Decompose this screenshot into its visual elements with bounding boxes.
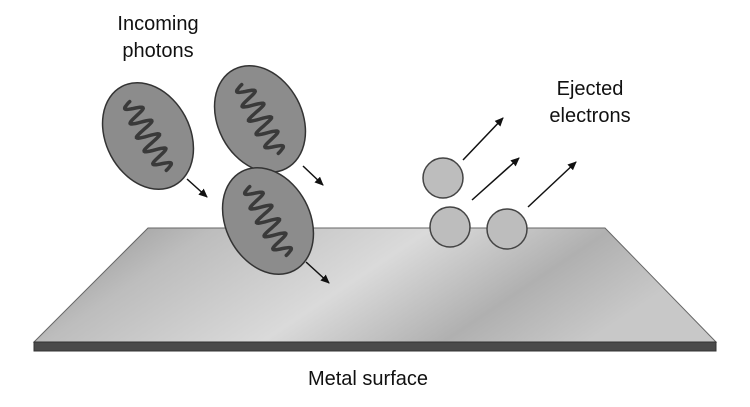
incoming-photons-label-line1: Incoming (117, 13, 198, 35)
ejected-electrons-label-line1: Ejected (557, 78, 624, 100)
electron-trajectory-arrow (462, 117, 504, 161)
incoming-photons-label-line2: photons (122, 40, 193, 62)
photon-3 (221, 167, 330, 284)
photon-2 (213, 65, 324, 186)
photon-direction-arrow (305, 261, 330, 284)
metal-surface-label: Metal surface (308, 368, 428, 390)
photon-wave (242, 184, 294, 258)
photon-wave (234, 82, 286, 156)
electron (429, 206, 471, 248)
plate-front-edge (33, 341, 717, 352)
photon-direction-arrow (186, 178, 208, 198)
metal-plate (32, 227, 718, 352)
electron (486, 208, 528, 250)
photon-1 (101, 82, 208, 198)
photon-direction-arrow (302, 165, 324, 186)
electron (422, 157, 464, 199)
electron-trajectory-arrow (471, 157, 520, 201)
electron-arrows (462, 117, 577, 208)
plate-top-face (32, 227, 718, 343)
electron-trajectory-arrow (527, 161, 577, 208)
electrons (422, 157, 528, 250)
photon-wave (122, 99, 174, 173)
ejected-electrons-label-line2: electrons (549, 105, 630, 127)
